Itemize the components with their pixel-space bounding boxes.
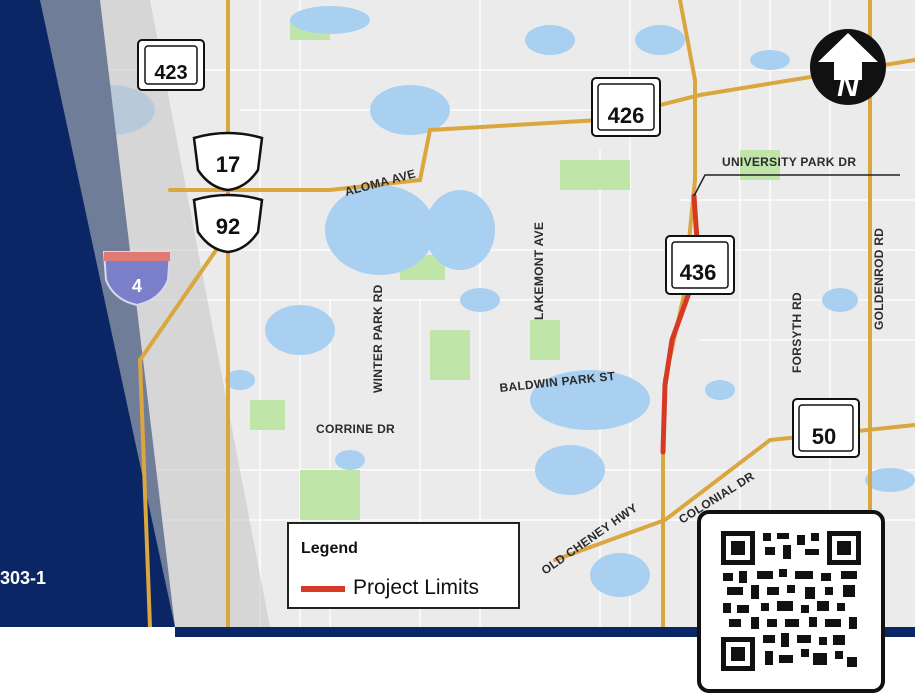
label-winter-park-rd: WINTER PARK RD [371,284,385,393]
svg-text:4: 4 [132,276,142,296]
us17-shield-icon: 17 [192,131,264,192]
label-university-park-dr: UNIVERSITY PARK DR [722,155,856,169]
svg-text:423: 423 [154,62,187,84]
side-panel [0,0,175,627]
i4-shield-icon: 4 [102,251,172,307]
svg-text:50: 50 [812,424,836,449]
sr436-shield-icon: 436 [665,235,735,295]
svg-text:92: 92 [216,214,240,239]
label-forsyth-rd: FORSYTH RD [790,292,804,373]
qr-code-icon[interactable] [721,531,861,671]
svg-text:N: N [837,70,860,103]
svg-text:436: 436 [680,260,717,285]
label-goldenrod-rd: GOLDENROD RD [872,228,886,330]
north-arrow-icon: N [810,29,886,105]
legend-title: Legend [301,540,358,557]
svg-text:426: 426 [608,103,645,128]
project-limits-line [660,193,700,455]
project-id-text: 303-1 [0,568,47,588]
qr-code-box[interactable] [697,510,885,693]
svg-text:17: 17 [216,152,240,177]
callout-line [693,174,900,197]
legend-item-label: Project Limits [353,576,480,599]
legend-box: Legend Project Limits [287,522,520,609]
us92-shield-icon: 92 [192,193,264,254]
sr423-shield-icon: 423 [137,39,205,91]
project-limits-swatch [301,586,345,592]
fade-overlay [40,0,270,627]
sr426-shield-icon: 426 [591,77,661,137]
label-corrine-dr: CORRINE DR [316,422,395,436]
sr50-shield-icon: 50 [792,398,860,458]
label-lakemont-ave: LAKEMONT AVE [532,222,546,320]
